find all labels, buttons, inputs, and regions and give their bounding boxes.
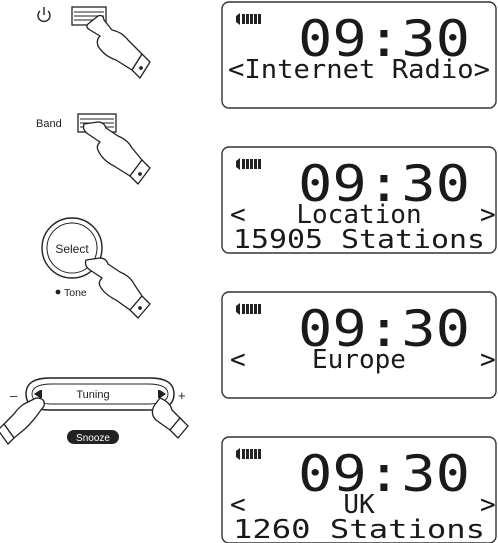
snooze-button[interactable]: Snooze	[67, 430, 119, 444]
power-icon	[38, 7, 50, 21]
power-button-step	[38, 7, 150, 78]
pointing-hand-icon	[86, 258, 151, 318]
tone-bullet-icon	[56, 290, 61, 295]
tuning-control-step: Tuning – + Snooze	[0, 378, 188, 444]
tuning-label: Tuning	[76, 389, 109, 401]
lcd-line-1: Europe	[312, 345, 406, 375]
band-button-step: Band	[36, 114, 150, 184]
snooze-label: Snooze	[76, 433, 110, 444]
select-knob-step: Select Tone	[42, 218, 150, 318]
lcd-line-2: 15905 Stations	[233, 225, 485, 255]
minus-label: –	[10, 388, 18, 403]
lcd-line-2: 1260 Stations	[233, 515, 485, 543]
pointing-hand-icon	[0, 398, 44, 444]
lcd-time: 09:30	[298, 445, 470, 503]
pointing-hand-icon	[84, 122, 151, 184]
lcd-display: 09:30<>Europe	[222, 292, 496, 398]
band-label: Band	[36, 118, 62, 130]
pointing-hand-icon	[87, 16, 150, 79]
select-label: Select	[55, 242, 89, 256]
tone-label: Tone	[64, 287, 87, 299]
plus-label: +	[178, 388, 186, 403]
lcd-line-1: <Internet Radio>	[228, 55, 490, 85]
tuning-rocker[interactable]: Tuning	[26, 378, 174, 410]
lcd-left-arrow: <	[230, 345, 246, 375]
lcd-displays: 09:30<Internet Radio>09:30<>Location1590…	[222, 2, 496, 543]
lcd-right-arrow: >	[480, 345, 496, 375]
lcd-display: 09:30<Internet Radio>	[222, 2, 496, 108]
